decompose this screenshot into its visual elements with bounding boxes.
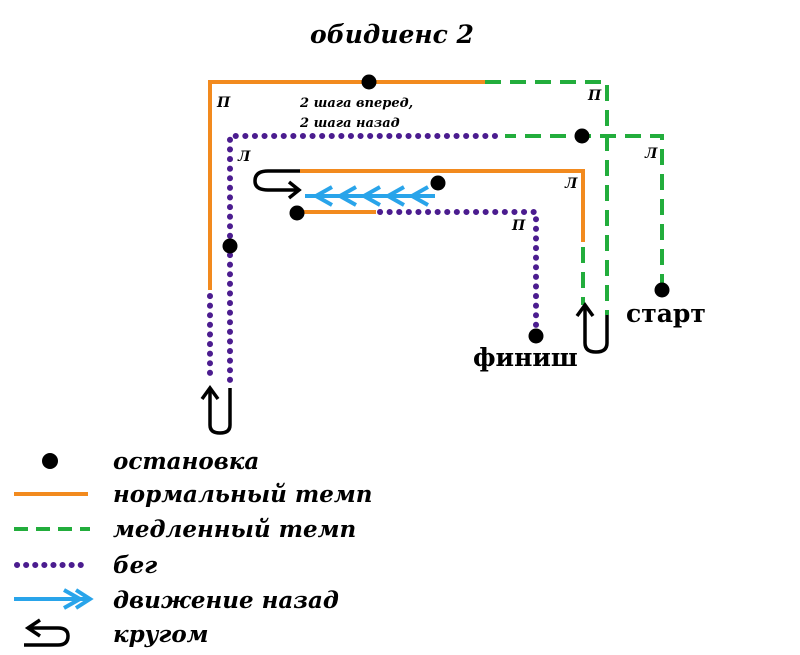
turn-label-left: Л xyxy=(644,146,658,162)
finish-label: финиш xyxy=(473,343,578,372)
start-label: старт xyxy=(626,299,706,328)
stop-point xyxy=(430,175,446,191)
legend-item-stop: остановка xyxy=(42,448,259,475)
legend-stop-symbol xyxy=(42,453,58,469)
run-top-leg xyxy=(227,133,498,385)
legend-item-slow: медленный темп xyxy=(14,516,356,543)
about-turn-bottom-right xyxy=(575,302,609,354)
about-turn-bottom-left xyxy=(200,385,232,435)
turn-label-right: П xyxy=(511,218,526,234)
stop-point xyxy=(289,205,305,221)
legend-item-turn: кругом xyxy=(24,618,209,648)
legend-label: медленный темп xyxy=(113,516,356,543)
legend-label: остановка xyxy=(113,448,259,475)
stop-point xyxy=(222,238,238,254)
legend: остановка нормальный темп медленный темп… xyxy=(14,448,372,648)
steps-note-line2: 2 шага назад xyxy=(299,116,400,131)
normal-inner-leg xyxy=(300,169,585,242)
slow-start-leg xyxy=(505,134,664,290)
run-inner-leg xyxy=(377,209,539,333)
legend-back-symbol xyxy=(14,588,94,610)
turn-label-left: Л xyxy=(237,149,251,165)
legend-item-run: бег xyxy=(14,552,157,579)
stop-point xyxy=(574,128,590,144)
stop-point-start xyxy=(654,282,670,298)
turn-label-left: Л xyxy=(564,176,578,192)
legend-label: нормальный темп xyxy=(113,481,372,508)
stop-points xyxy=(222,74,670,344)
slow-pace-path xyxy=(485,80,664,315)
legend-label: кругом xyxy=(113,621,209,648)
about-turn-icon xyxy=(24,618,70,647)
slow-top-leg xyxy=(485,80,609,315)
run-path xyxy=(207,133,539,385)
legend-label: движение назад xyxy=(113,587,339,614)
stop-point-finish xyxy=(528,328,544,344)
legend-item-normal: нормальный темп xyxy=(14,481,372,508)
legend-label: бег xyxy=(113,552,157,579)
diagram-title: обидиенс 2 xyxy=(310,20,474,49)
about-turn-top xyxy=(253,169,302,200)
stop-point xyxy=(361,74,377,90)
backward-movement xyxy=(305,185,435,207)
turn-label-right: П xyxy=(216,95,231,111)
normal-pace-path xyxy=(208,80,585,290)
normal-outer-leg xyxy=(208,80,485,290)
turn-label-right: П xyxy=(587,88,602,104)
steps-note-line1: 2 шага вперед, xyxy=(299,96,413,111)
legend-item-back: движение назад xyxy=(14,587,339,614)
